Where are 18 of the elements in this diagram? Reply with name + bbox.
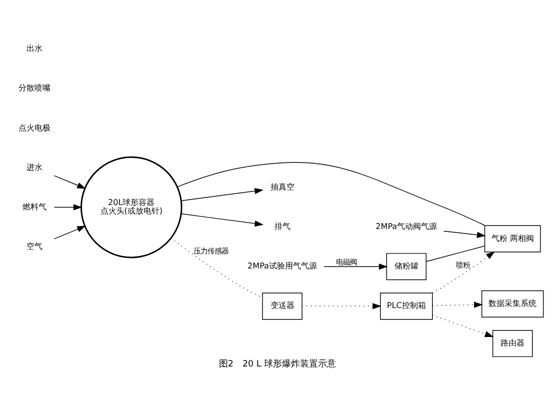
arrow: [443, 230, 486, 238]
arrow: [432, 251, 495, 294]
connector: [426, 246, 486, 262]
connector: [170, 238, 263, 298]
caption: 图2 20 L 球形爆炸装置示意: [218, 360, 336, 370]
arrow: [180, 213, 264, 227]
edge-label: 压力传感器: [194, 246, 229, 256]
arrow: [323, 264, 388, 270]
arrow: [432, 314, 494, 338]
arrow: [54, 175, 86, 189]
arrow: [432, 302, 483, 308]
edge-label: 电磁阀: [336, 257, 357, 266]
edge-label: 喷粉: [456, 260, 470, 270]
arrow: [180, 188, 264, 202]
arrow: [302, 303, 382, 310]
connector: [177, 162, 486, 226]
arrow: [54, 204, 82, 210]
arrow: [54, 226, 86, 240]
